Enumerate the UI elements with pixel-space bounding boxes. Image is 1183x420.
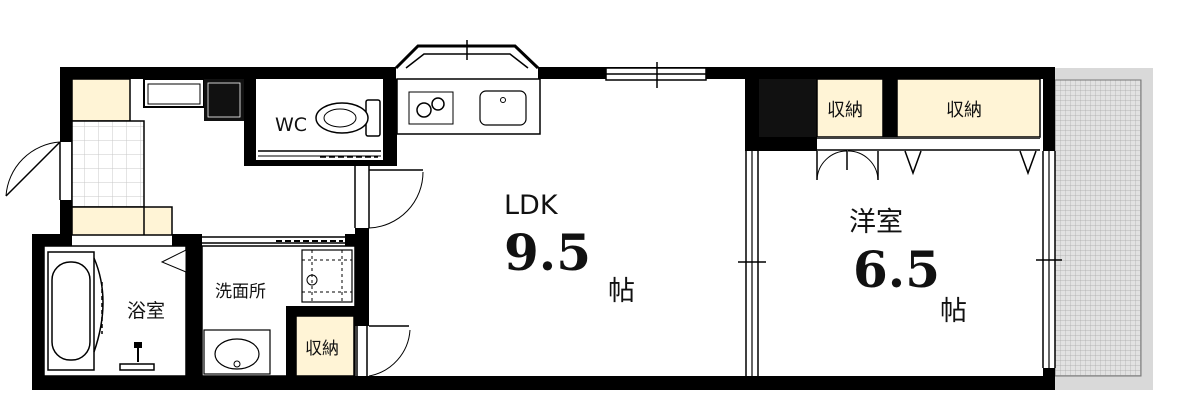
shower-icon — [119, 342, 155, 371]
ldk-western-partition — [738, 79, 766, 376]
washroom-label: 洗面所 — [215, 282, 266, 302]
washroom-sliding-door — [172, 234, 369, 246]
bath-label: 浴室 — [127, 300, 165, 322]
western-room: 洋室 6.5 帖 — [849, 207, 967, 327]
balcony-window — [1036, 151, 1062, 368]
entrance-door — [5, 141, 73, 200]
ldk-unit: 帖 — [608, 276, 635, 307]
ldk-entry-door — [354, 166, 424, 238]
ldk-name: LDK — [504, 190, 559, 221]
wc-room: WC — [244, 79, 397, 166]
toilet-icon — [315, 99, 381, 137]
storage-west-1-label: 収納 — [827, 100, 863, 121]
western-size: 6.5 — [853, 240, 940, 299]
wash-basin-icon — [203, 329, 271, 375]
bathtub-icon — [47, 251, 104, 371]
wc-label: WC — [275, 114, 307, 136]
storage-small-label: 収納 — [305, 339, 339, 359]
top-windows — [394, 40, 707, 88]
ldk-size: 9.5 — [504, 223, 591, 282]
ldk-room: LDK 9.5 帖 — [504, 190, 635, 307]
western-storage: 収納 収納 — [759, 78, 1041, 181]
sink-icon — [479, 90, 527, 126]
storage-west-2-label: 収納 — [946, 100, 982, 121]
stove-icon — [408, 91, 454, 125]
balcony — [1053, 68, 1153, 390]
western-unit: 帖 — [940, 296, 967, 327]
washing-machine-icon — [301, 249, 353, 303]
storage-small: 収納 — [286, 246, 411, 377]
entry-area — [71, 78, 244, 236]
bathroom: 浴室 — [43, 245, 202, 377]
western-name: 洋室 — [849, 207, 903, 238]
kitchen-counter — [396, 78, 541, 135]
